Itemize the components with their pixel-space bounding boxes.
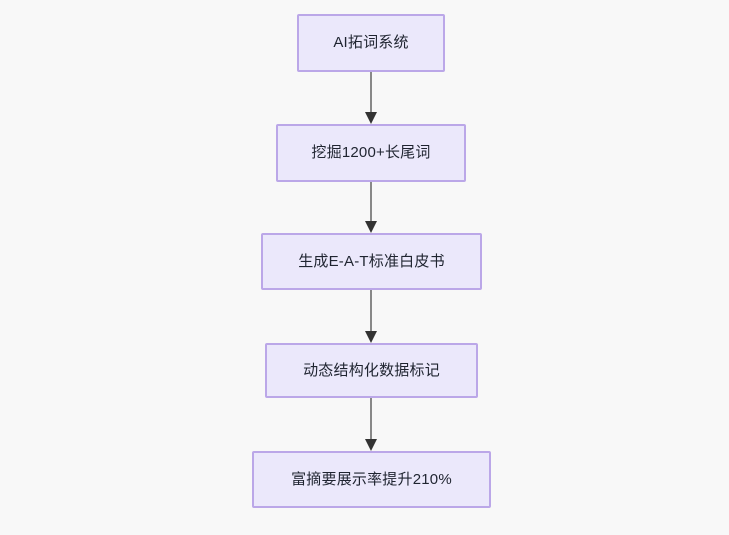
edge-n2-n3 <box>365 182 377 233</box>
edge-n3-n4 <box>365 290 377 343</box>
flowchart-node-dynamic-structured-data-markup[interactable]: 动态结构化数据标记 <box>265 343 478 398</box>
flowchart-node-generate-eat-whitepaper[interactable]: 生成E-A-T标准白皮书 <box>261 233 482 290</box>
node-label: 动态结构化数据标记 <box>303 361 440 379</box>
edge-n4-n5 <box>365 398 377 451</box>
node-label: 生成E-A-T标准白皮书 <box>298 252 445 270</box>
edge-n1-n2 <box>365 72 377 124</box>
flowchart-node-rich-snippet-impression-lift[interactable]: 富摘要展示率提升210% <box>252 451 491 508</box>
node-label: 富摘要展示率提升210% <box>291 470 452 488</box>
node-label: 挖掘1200+长尾词 <box>311 144 431 161</box>
node-label: AI拓词系统 <box>333 34 409 51</box>
flowchart-node-ai-expansion-system[interactable]: AI拓词系统 <box>297 14 445 72</box>
flowchart-node-mine-longtail-keywords[interactable]: 挖掘1200+长尾词 <box>276 124 466 182</box>
